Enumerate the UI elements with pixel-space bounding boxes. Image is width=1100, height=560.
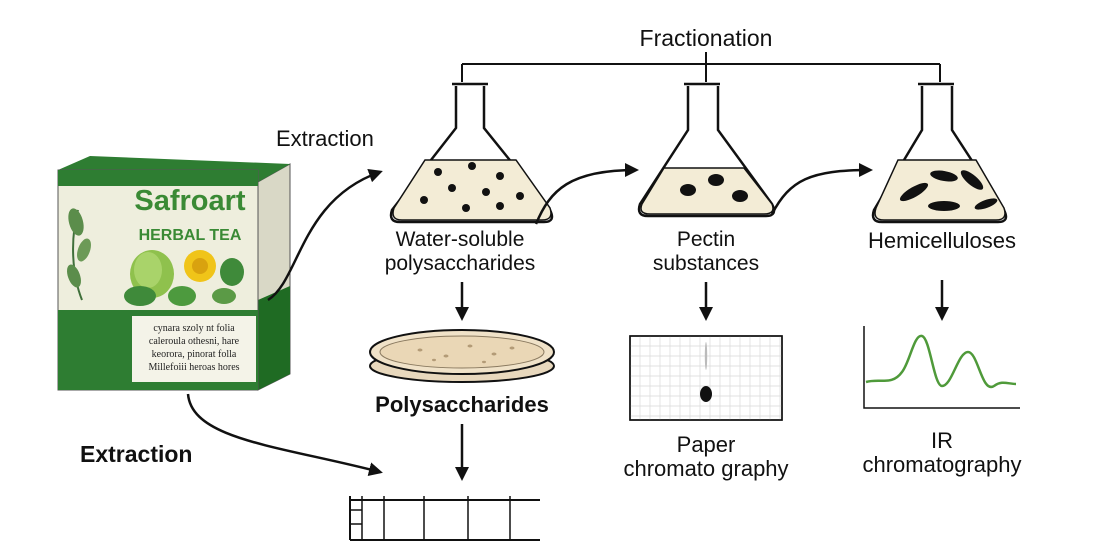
arrow-to-hemicelluloses [770, 163, 873, 215]
ir-spectrum-icon [863, 326, 1020, 409]
ingredient-line: caleroula othesni, hare [149, 336, 240, 347]
petri-dish-icon [369, 329, 555, 383]
extraction-arrow-bottom [186, 393, 383, 477]
fractionation-bracket: Fractionation [461, 25, 941, 82]
ingredient-line: Millefoiii heroas hores [148, 362, 239, 373]
extraction-label-bottom: Extraction [80, 441, 192, 467]
flask-icon [871, 82, 1008, 224]
ir-label: IR [931, 428, 953, 453]
fractionation-label: Fractionation [640, 25, 773, 51]
flask-icon [389, 82, 554, 224]
water-soluble-label: Water-soluble [396, 228, 525, 251]
water-soluble-label-2: polysaccharides [385, 252, 536, 275]
box-subtitle: HERBAL TEA [139, 227, 242, 244]
pectin-label-2: substances [653, 252, 759, 275]
polysaccharides-label: Polysaccharides [375, 392, 549, 417]
tea-box-icon: Safroart HERBAL TEA cynara szoly nt foli… [57, 156, 291, 391]
flask-icon [637, 82, 776, 218]
paper-chromatogram-icon [629, 335, 783, 421]
extraction-arrow-top [267, 169, 383, 302]
arrow-to-pectin [534, 163, 639, 225]
hemicelluloses-label: Hemicelluloses [868, 228, 1016, 253]
chart-icon [349, 496, 540, 541]
pectin-label: Pectin [677, 228, 735, 251]
box-brand: Safroart [134, 185, 246, 217]
ingredient-line: cynara szoly nt folia [153, 323, 235, 334]
paper-label-2: chromato graphy [623, 456, 788, 481]
herb-illustration [67, 208, 244, 306]
paper-label: Paper [677, 432, 736, 457]
ir-label-2: chromatography [863, 452, 1022, 477]
extraction-label-top: Extraction [276, 126, 374, 151]
ingredient-line: keorora, pinorat folla [152, 349, 237, 360]
